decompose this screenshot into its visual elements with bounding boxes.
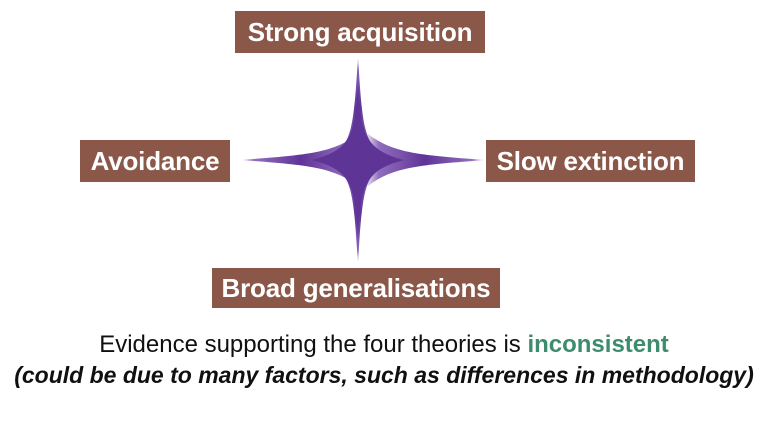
- caption-prefix-text: Evidence supporting the four theories is: [99, 331, 528, 358]
- theory-box-label: Broad generalisations: [221, 273, 491, 303]
- theory-box-label: Strong acquisition: [247, 17, 473, 47]
- theory-box-label: Slow extinction: [496, 146, 685, 176]
- theory-box-label: Avoidance: [90, 146, 220, 176]
- theory-box-slow-extinction[interactable]: Slow extinction: [486, 140, 695, 182]
- four-pointed-sparkle-icon: [240, 56, 486, 264]
- caption-block: Evidence supporting the four theories is…: [0, 330, 768, 390]
- theory-box-avoidance[interactable]: Avoidance: [80, 140, 230, 182]
- caption-line-secondary: (could be due to many factors, such as d…: [14, 362, 754, 388]
- caption-line-primary: Evidence supporting the four theories is…: [0, 330, 768, 360]
- caption-emphasis-inconsistent: inconsistent: [527, 331, 669, 358]
- theory-box-strong-acquisition[interactable]: Strong acquisition: [235, 11, 485, 53]
- theory-box-broad-generalisations[interactable]: Broad generalisations: [212, 268, 500, 308]
